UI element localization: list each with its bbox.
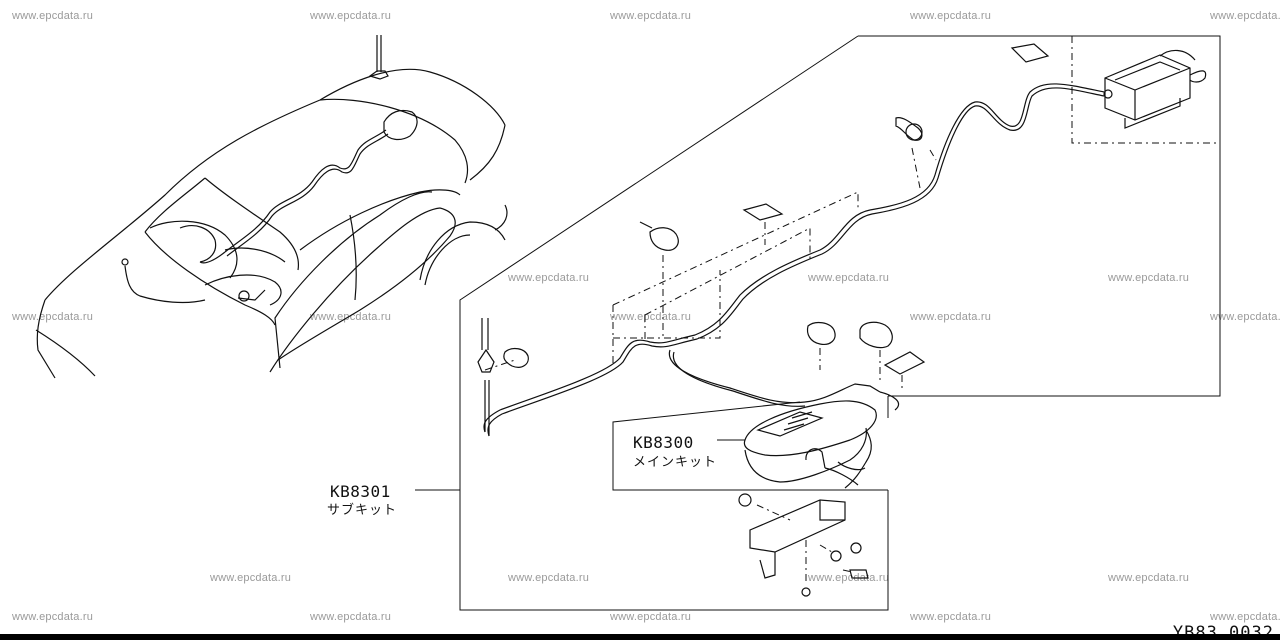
- car-illustration: [35, 35, 508, 379]
- watermark: www.epcdata.ru: [12, 10, 94, 22]
- adhesive-pad: [1010, 43, 1050, 63]
- watermark: www.epcdata.ru: [910, 311, 992, 323]
- watermark: www.epcdata.ru: [910, 10, 992, 22]
- handset-unit: [743, 400, 877, 489]
- watermark: www.epcdata.ru: [808, 572, 890, 584]
- mounting-bracket: [738, 493, 869, 597]
- sub-kit-frame: [415, 35, 1221, 611]
- watermark: www.epcdata.ru: [610, 311, 692, 323]
- watermark: www.epcdata.ru: [310, 10, 392, 22]
- watermark: www.epcdata.ru: [910, 611, 992, 623]
- part-code-sub-kit: KB8301: [330, 482, 391, 501]
- watermark: www.epcdata.ru: [12, 311, 94, 323]
- bottom-border: [0, 634, 1280, 640]
- part-name-sub-kit: サブキット: [327, 503, 398, 518]
- watermark: www.epcdata.ru: [310, 611, 392, 623]
- watermark: www.epcdata.ru: [610, 10, 692, 22]
- watermark: www.epcdata.ru: [610, 611, 692, 623]
- watermark: www.epcdata.ru: [808, 272, 890, 284]
- watermark: www.epcdata.ru: [1108, 272, 1190, 284]
- watermark: www.epcdata.ru: [1108, 572, 1190, 584]
- watermark: www.epcdata.ru: [1210, 611, 1280, 623]
- antenna-cable: [477, 83, 1105, 437]
- watermark: www.epcdata.ru: [1210, 10, 1280, 22]
- cable-clips: [503, 117, 926, 375]
- figure-id: YB83 0032: [1172, 623, 1274, 643]
- leader-lines: [484, 147, 937, 390]
- watermark: www.epcdata.ru: [508, 572, 590, 584]
- part-name-main-kit: メインキット: [633, 455, 718, 470]
- watermark: www.epcdata.ru: [310, 311, 392, 323]
- main-kit-frame: [612, 396, 889, 491]
- part-code-main-kit: KB8300: [633, 433, 694, 452]
- transceiver-unit: [1103, 49, 1207, 129]
- watermark: www.epcdata.ru: [508, 272, 590, 284]
- watermark: www.epcdata.ru: [1210, 311, 1280, 323]
- watermark: www.epcdata.ru: [12, 611, 94, 623]
- watermark: www.epcdata.ru: [210, 572, 292, 584]
